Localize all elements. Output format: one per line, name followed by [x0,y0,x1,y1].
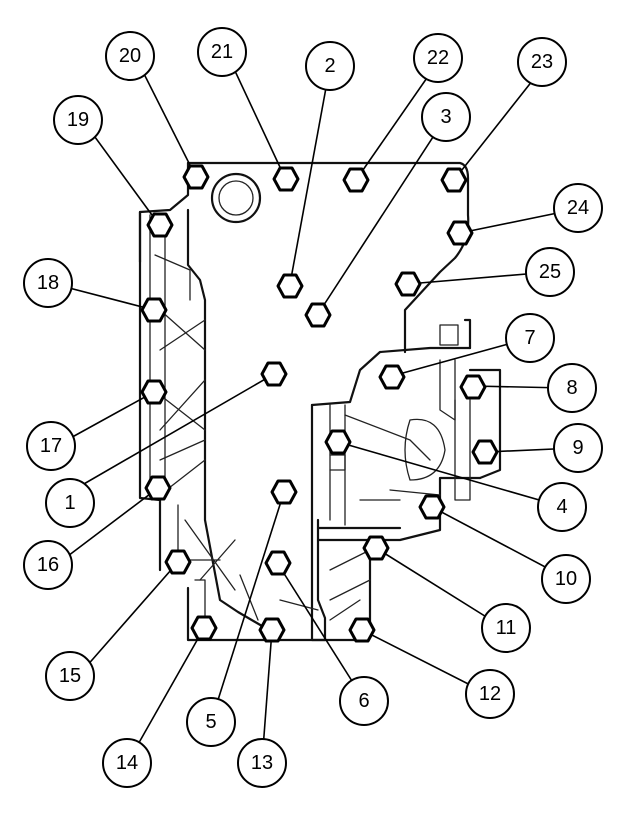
leader-12 [361,629,489,695]
svg-text:16: 16 [37,554,59,576]
callout-5: 5 [186,697,236,747]
callout-17: 17 [26,421,76,471]
leader-20 [135,57,197,178]
bolt-14 [190,615,218,641]
callout-20: 20 [105,31,155,81]
bolt-7 [378,364,406,390]
bolt-21 [272,166,300,192]
svg-text:14: 14 [116,752,138,774]
bolt-1 [260,361,288,387]
bolt-20 [182,164,210,190]
callout-7: 7 [505,313,555,363]
bolt-15 [164,549,192,575]
leader-6 [277,563,365,701]
leader-22 [355,61,439,181]
svg-text:3: 3 [440,106,451,128]
callouts: 1 2 3 4 5 6 7 8 9 10 11 12 13 14 15 16 1… [23,27,603,788]
callout-21: 21 [197,27,247,77]
leader-lines [49,55,577,763]
svg-text:24: 24 [567,197,589,219]
callout-18: 18 [23,258,73,308]
leader-16 [55,487,159,566]
svg-text:18: 18 [37,272,59,294]
bolt-9 [471,439,499,465]
bolt-22 [342,167,370,193]
svg-text:17: 17 [40,435,62,457]
svg-text:15: 15 [59,665,81,687]
callout-10: 10 [541,554,591,604]
svg-text:21: 21 [211,41,233,63]
bolt-19 [146,212,174,238]
callout-12: 12 [465,669,515,719]
callout-4: 4 [537,482,587,532]
bolt-6 [264,550,292,576]
svg-text:8: 8 [566,377,577,399]
svg-text:23: 23 [531,51,553,73]
callout-22: 22 [413,33,463,83]
callout-14: 14 [102,738,152,788]
leader-10 [431,506,567,579]
callout-3: 3 [421,92,471,142]
callout-8: 8 [547,363,597,413]
bolt-3 [304,302,332,328]
leader-1 [69,373,275,493]
bolt-18 [140,297,168,323]
callout-16: 16 [23,540,73,590]
bolt-5 [270,479,298,505]
svg-text:4: 4 [556,496,567,518]
svg-text:11: 11 [496,617,517,639]
callout-23: 23 [517,37,567,87]
callout-19: 19 [53,95,103,145]
svg-text:5: 5 [205,711,216,733]
bolt-12 [348,617,376,643]
bolt-16 [144,475,172,501]
callout-24: 24 [553,183,603,233]
leader-14 [127,627,205,763]
svg-text:22: 22 [427,47,449,69]
svg-text:7: 7 [524,327,535,349]
bolt-24 [446,220,474,246]
callout-13: 13 [237,738,287,788]
svg-text:19: 19 [67,109,89,131]
bolt-13 [258,617,286,643]
svg-text:9: 9 [572,437,583,459]
callout-6: 6 [339,676,389,726]
callout-11: 11 [481,603,531,653]
callout-9: 9 [553,423,603,473]
leader-15 [77,561,179,677]
leader-11 [375,547,505,629]
leader-21 [227,55,287,181]
svg-text:1: 1 [64,492,75,514]
callout-25: 25 [525,247,575,297]
svg-text:2: 2 [324,55,335,77]
bolt-25 [394,271,422,297]
bolt-2 [276,273,304,299]
svg-text:20: 20 [119,45,141,67]
bolt-11 [362,535,390,561]
svg-text:10: 10 [555,568,577,590]
callout-15: 15 [45,651,95,701]
leader-2 [289,65,331,285]
svg-text:12: 12 [479,683,501,705]
bolt-10 [418,494,446,520]
svg-text:25: 25 [539,261,561,283]
bolt-23 [440,167,468,193]
leader-19 [83,121,161,227]
svg-text:13: 13 [251,752,273,774]
bolt-17 [140,379,168,405]
callout-2: 2 [305,41,355,91]
svg-text:6: 6 [358,690,369,712]
leader-23 [453,65,545,181]
valve-body-outline [138,161,502,642]
bolt-4 [324,429,352,455]
leader-3 [317,116,447,315]
leader-4 [337,441,561,507]
leader-5 [210,491,285,723]
callout-1: 1 [45,478,95,528]
leader-24 [459,209,573,234]
bolt-8 [459,374,487,400]
bolt-heads [140,164,499,643]
